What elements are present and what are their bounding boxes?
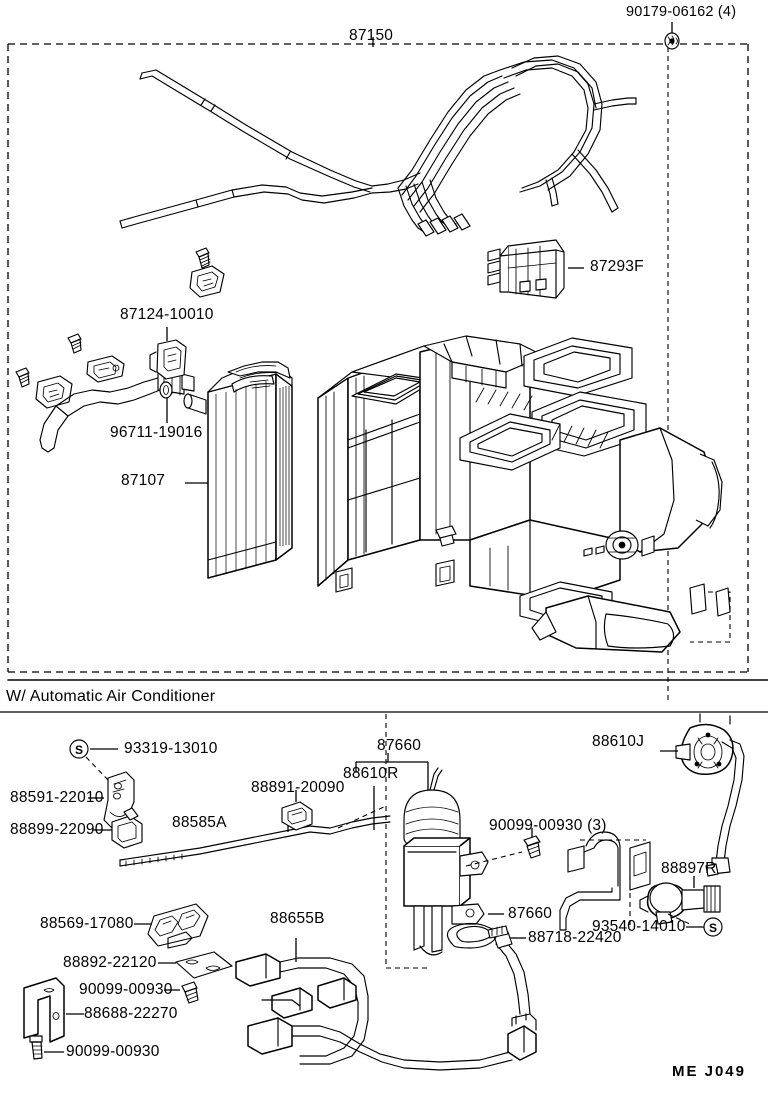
group-box-87150 <box>7 43 749 673</box>
harness-terminals <box>397 179 471 237</box>
part-88891-20090 <box>281 790 313 831</box>
label-90099-00930-3: 90099-00930 (3) <box>489 817 607 834</box>
label-88591-22010: 88591-22010 <box>10 789 104 806</box>
label-88569-17080: 88569-17080 <box>40 915 134 932</box>
part-90099-00930-a <box>164 981 199 1004</box>
part-88688-22270 <box>23 977 84 1043</box>
label-88897R: 88897R <box>661 860 717 877</box>
part-88569-17080 <box>134 903 209 949</box>
footer-code: ME J049 <box>671 1063 746 1080</box>
label-88688-22270: 88688-22270 <box>84 1005 178 1022</box>
part-96711-19016 <box>159 381 173 423</box>
label-87107: 87107 <box>121 472 166 489</box>
part-87124-10010 <box>149 327 187 380</box>
part-90099-00930-b <box>29 1035 64 1060</box>
part-88897R-valve: S <box>639 876 723 937</box>
svg-text:S: S <box>709 921 717 935</box>
label-90099-00930-a: 90099-00930 <box>79 981 173 998</box>
label-87293F: 87293F <box>590 258 644 275</box>
label-88899-22090: 88899-22090 <box>10 821 104 838</box>
label-90179-06162: 90179-06162 (4) <box>626 4 737 20</box>
part-88892-22120 <box>158 951 233 979</box>
label-93319-13010: 93319-13010 <box>124 740 218 757</box>
label-96711-19016: 96711-19016 <box>110 424 203 441</box>
label-87150: 87150 <box>349 27 394 44</box>
label-87660-right: 87660 <box>508 905 553 922</box>
part-88718-22420 <box>446 922 526 949</box>
label-88718-22420: 88718-22420 <box>528 929 622 946</box>
small-fasteners-left <box>15 247 225 409</box>
part-88899-22090 <box>92 807 143 849</box>
section-divider <box>0 679 768 713</box>
label-88891-20090: 88891-20090 <box>251 779 345 796</box>
label-93540-14010: 93540-14010 <box>592 918 686 935</box>
part-87660-servo-motor <box>337 767 504 969</box>
part-90179-06162 <box>664 22 680 50</box>
label-88610R: 88610R <box>343 765 399 782</box>
part-93319-13010: S <box>69 739 118 783</box>
part-90099-00930-3 <box>465 828 541 867</box>
label-90099-00930-b: 90099-00930 <box>66 1043 160 1060</box>
label-88610J: 88610J <box>592 733 645 750</box>
part-87293F-connector <box>487 239 584 299</box>
part-88655B-harness <box>235 931 537 1071</box>
part-hose-loop <box>559 831 651 931</box>
label-88655B: 88655B <box>270 910 325 927</box>
section-label-auto-ac: W/ Automatic Air Conditioner <box>6 688 216 705</box>
label-88585A: 88585A <box>172 814 227 831</box>
svg-text:S: S <box>75 743 83 757</box>
bracket-87660-88610R <box>355 753 429 830</box>
label-87124-10010: 87124-10010 <box>120 306 214 323</box>
label-87660-top: 87660 <box>377 737 422 754</box>
part-88610J-actuator <box>660 713 745 877</box>
wire-harness-87150 <box>119 55 637 237</box>
part-87107-heater-core <box>183 361 293 579</box>
part-heater-unit-housing <box>317 335 731 653</box>
label-88892-22120: 88892-22120 <box>63 954 157 971</box>
part-88585A-rod <box>119 814 391 867</box>
